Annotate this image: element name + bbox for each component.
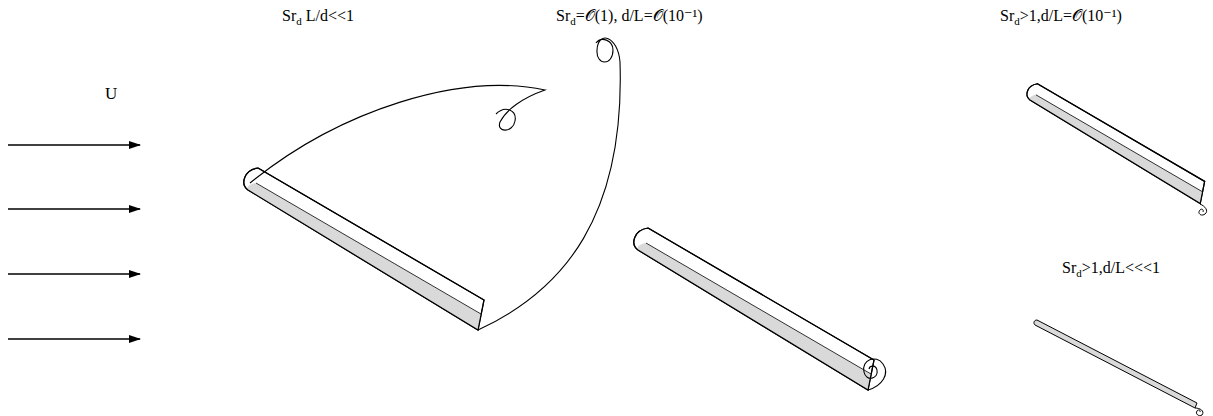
regime-label: Srd>1,d/L<<<1 — [1062, 258, 1160, 280]
plate — [634, 228, 874, 390]
velocity-label: U — [105, 84, 117, 104]
regime-label: Srd=𝒪(1), d/L=𝒪(10⁻¹) — [556, 6, 703, 28]
plate — [1027, 84, 1205, 204]
vortex-line — [478, 38, 620, 330]
vortex-line — [1199, 204, 1207, 215]
thin-plate — [1034, 320, 1197, 408]
regime-label: Srd>1,d/L=𝒪(10⁻¹) — [1000, 6, 1122, 28]
vortex-line — [250, 86, 545, 183]
vortex-line — [864, 359, 886, 390]
flow-arrows — [8, 145, 140, 339]
plate — [244, 168, 484, 330]
vortex-line — [1195, 408, 1203, 416]
regime-label: Srd L/d<<1 — [282, 6, 354, 28]
